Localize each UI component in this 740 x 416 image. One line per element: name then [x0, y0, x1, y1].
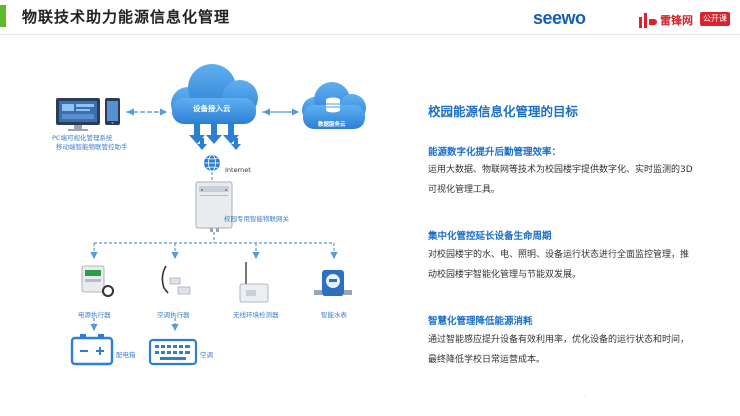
mobile-assistant-caption: 移动端智能物联管控助手 [56, 143, 128, 151]
section-line-1b: 可视化管理工具。 [428, 185, 501, 195]
section-line-2b: 动校园楼宇智能化管理与节能双发展。 [428, 270, 582, 280]
power-distribution-box-icon [70, 334, 114, 366]
section-line-2a: 对校园楼宇的水、电、照明、设备运行状态进行全面监控管理，推 [428, 250, 690, 260]
header-divider [0, 34, 740, 35]
device-label-water-meter: 智能水表 [321, 311, 347, 319]
device-access-cloud-icon [171, 64, 258, 124]
pc-system-caption: PC端可视化管理系统 [52, 134, 113, 142]
ac-actuator-icon [161, 265, 191, 295]
data-service-cloud-label: 数据服务云 [318, 122, 346, 128]
leifeng-mark-icon [639, 13, 657, 28]
device-label-power-actuator: 电源执行器 [78, 311, 111, 319]
section-heading-3: 智慧化管理降低能源消耗 [428, 316, 533, 327]
section-line-3a: 通过智能感应提升设备有效利用率，优化设备的运行状态和时间， [428, 335, 690, 345]
header-bar: 物联技术助力能源信息化管理 seewo 雷锋网 公开课 [0, 0, 740, 34]
watermark-text: 谷普下载 [565, 381, 673, 408]
device-label-wireless-detector: 无线环境检测器 [233, 311, 279, 319]
air-conditioner-label: 空调 [200, 351, 213, 359]
watermark-logo: 谷普下载 [565, 381, 673, 409]
gateway-label: 校园专用智能物联网关 [224, 215, 289, 223]
section-line-1a: 运用大数据、物联网等技术为校园楼宇提供数字化、实时监测的3D [428, 165, 693, 175]
internet-globe-icon [204, 154, 220, 172]
cloud-down-arrows [189, 124, 239, 144]
cloud-up-arrows [197, 138, 241, 150]
wireless-env-detector-icon [239, 262, 269, 303]
leifeng-badge: 公开课 [700, 12, 730, 26]
power-distribution-label: 配电箱 [116, 351, 136, 359]
smart-water-meter-icon [314, 270, 352, 296]
leifeng-name: 雷锋网 [660, 14, 693, 27]
gateway-box-icon [195, 181, 233, 232]
title-accent-bar [0, 5, 6, 27]
section-heading-1: 能源数字化提升后勤管理效率： [428, 147, 562, 158]
data-service-cloud-icon [302, 82, 366, 129]
power-actuator-icon [81, 265, 114, 297]
air-conditioner-keyboard-icon [148, 338, 198, 366]
section-line-3b: 最终降低学校日常运营成本。 [428, 355, 546, 365]
section-heading-2: 集中化管控延长设备生命周期 [428, 231, 552, 242]
pc-monitor-icon [56, 98, 100, 131]
mobile-phone-icon [105, 98, 120, 125]
device-access-cloud-label: 设备接入云 [193, 104, 231, 113]
distribution-lines [90, 232, 338, 260]
content-title: 校园能源信息化管理的目标 [428, 104, 579, 119]
internet-label: Internet [225, 166, 251, 174]
device-label-ac-actuator: 空调执行器 [157, 311, 190, 319]
seewo-logo: seewo [533, 8, 586, 28]
page-title: 物联技术助力能源信息化管理 [22, 8, 231, 26]
